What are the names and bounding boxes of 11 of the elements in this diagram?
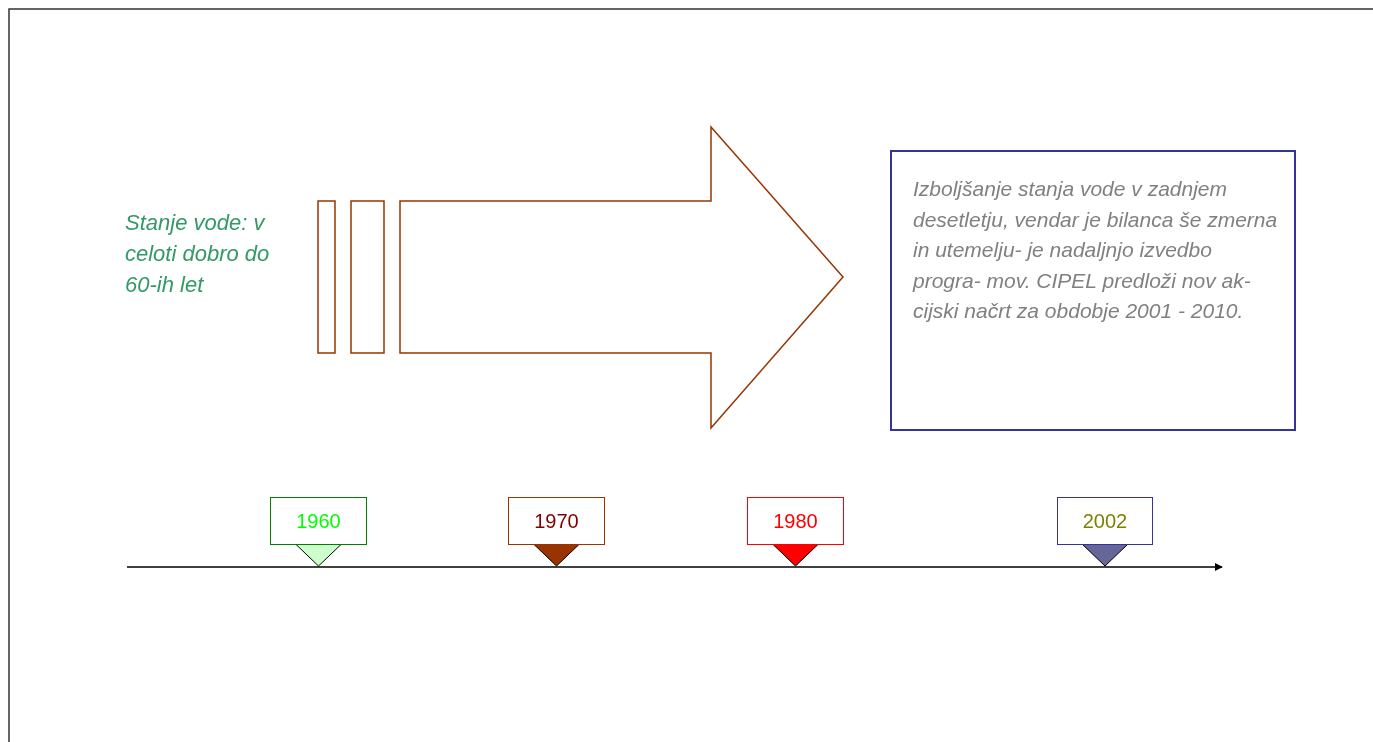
year-tag [1057,497,1153,545]
year-label: 1980 [773,509,818,533]
year-label: 1960 [296,509,341,533]
year-tag [508,497,605,545]
year-tag [747,497,844,545]
year-tag [270,497,367,545]
year-label: 1970 [534,509,579,533]
year-label: 2002 [1082,509,1128,533]
note-box [890,150,1296,431]
note-text: Izboljšanje stanja vode v zadnjem desetletju, vendar je bilanca še zmerna in utemelju- je nadaljnjo izvedbo progra- mov. CIPEL predloži nov ak- cijski načrt za obdobje 2001 - 2010. [913,176,1279,324]
side-note: Stanje vode: v celoti dobro do 60-ih let [125,209,271,299]
